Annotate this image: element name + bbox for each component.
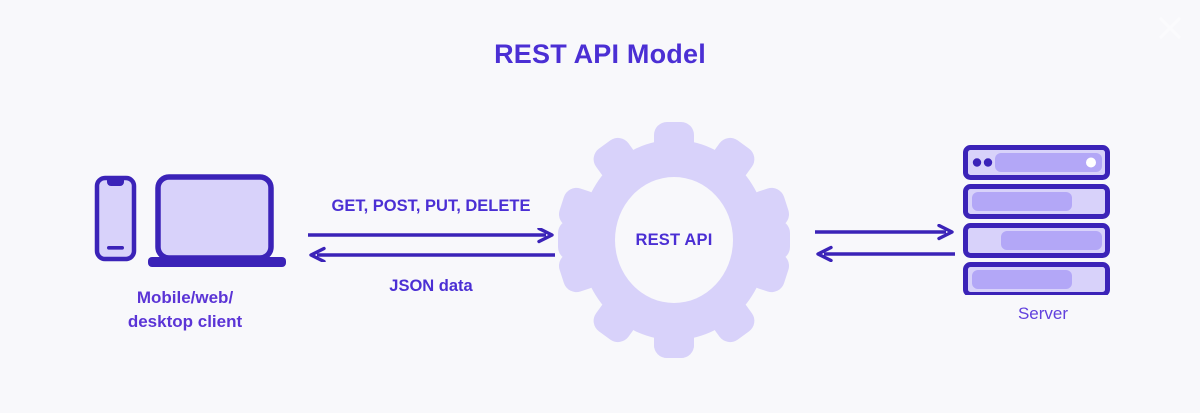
client-label-line1: Mobile/web/ <box>136 288 234 307</box>
server-rack-icon <box>963 145 1123 295</box>
server-node: Server <box>963 145 1123 340</box>
client-devices <box>70 168 300 273</box>
server-label: Server <box>1017 304 1069 323</box>
request-methods-label: GET, POST, PUT, DELETE <box>331 197 531 215</box>
close-icon[interactable] <box>1150 8 1190 48</box>
phone-icon <box>94 175 137 262</box>
flow-client-api: GET, POST, PUT, DELETE JSON data <box>300 192 562 307</box>
rest-api-node: REST API <box>558 122 790 358</box>
client-label: Mobile/web/ desktop client <box>70 286 300 334</box>
client-label-line2: desktop client <box>127 312 243 332</box>
flow-api-server <box>815 224 955 262</box>
rest-api-label: REST API <box>635 230 713 249</box>
client-api-arrows <box>308 228 555 262</box>
gear-icon <box>558 122 790 358</box>
client-node: Mobile/web/ desktop client <box>70 168 300 343</box>
response-data-label: JSON data <box>389 277 473 295</box>
page-title: REST API Model <box>494 39 706 69</box>
laptop-icon <box>148 173 286 273</box>
